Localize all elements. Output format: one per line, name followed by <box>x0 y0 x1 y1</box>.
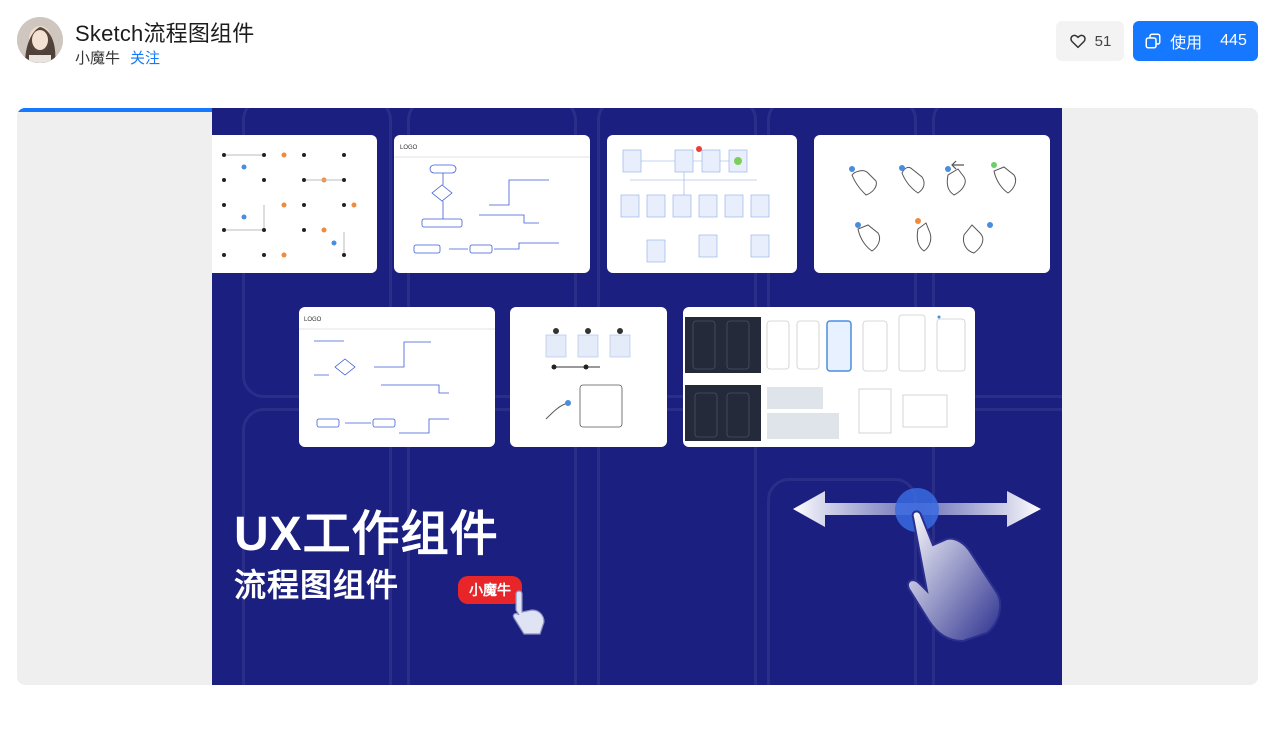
node-illustration <box>545 328 631 428</box>
wireframe-illustration <box>620 146 770 263</box>
bg-decoration <box>597 408 757 685</box>
page-header: Sketch流程图组件 小魔牛 关注 51 使用 445 <box>0 0 1280 90</box>
like-count: 51 <box>1094 32 1112 50</box>
card-logo: LOGO <box>400 145 418 151</box>
preview-card-devices <box>683 307 975 447</box>
avatar-image <box>17 17 63 63</box>
cover-image: LOGO <box>212 108 1062 685</box>
dot-grid-illustration <box>222 152 357 258</box>
flowchart-illustration: LOGO <box>394 145 590 254</box>
like-button[interactable]: 51 <box>1056 21 1124 61</box>
copy-icon <box>1145 33 1161 49</box>
cover-headline: UX工作组件 <box>234 508 499 561</box>
author-line: 小魔牛 关注 <box>75 47 160 68</box>
double-arrow-icon <box>793 488 1041 643</box>
device-frames-illustration <box>685 314 966 441</box>
preview-card-gestures <box>814 135 1050 273</box>
use-count: 445 <box>1220 32 1247 49</box>
cover-viewer[interactable]: LOGO <box>17 108 1258 685</box>
preview-card-wireframes <box>607 135 797 273</box>
use-label: 使用 <box>1170 35 1203 52</box>
gesture-illustration <box>849 160 1017 254</box>
preview-card-flowchart-2: LOGO <box>299 307 495 447</box>
hand-pointer-icon <box>512 590 545 635</box>
heart-icon <box>1069 34 1086 49</box>
follow-link[interactable]: 关注 <box>130 50 161 67</box>
author-name[interactable]: 小魔牛 <box>75 50 121 67</box>
preview-card-dots <box>212 135 377 273</box>
preview-card-nodes <box>510 307 667 447</box>
cover-subheadline: 流程图组件 <box>234 567 400 603</box>
avatar[interactable] <box>17 17 63 63</box>
card-logo: LOGO <box>304 317 322 323</box>
page-title: Sketch流程图组件 <box>75 21 255 46</box>
brand-badge: 小魔牛 <box>458 576 522 604</box>
use-button[interactable]: 使用 445 <box>1133 21 1258 61</box>
flowchart-illustration: LOGO <box>299 317 495 434</box>
preview-card-flowchart: LOGO <box>394 135 590 273</box>
